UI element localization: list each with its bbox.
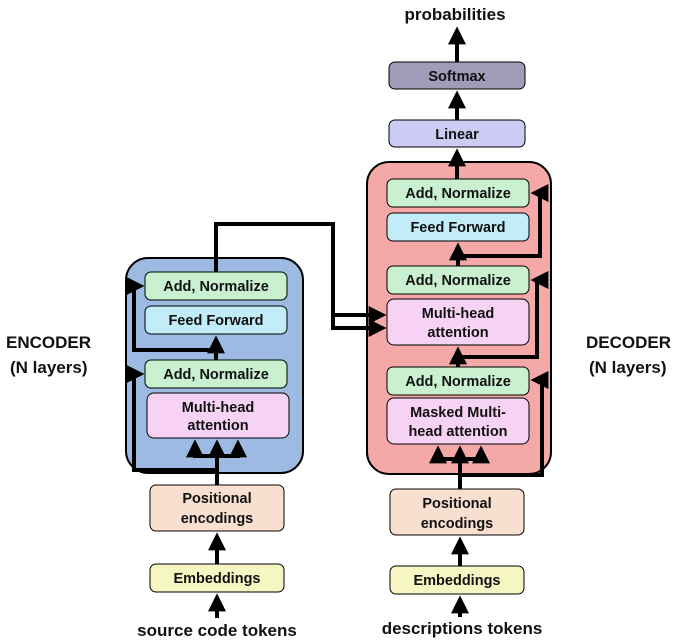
arrow-decoder-masked-branch-right xyxy=(460,445,490,464)
decoder-title-line1: DECODER xyxy=(586,333,671,352)
arrow-encoder-output-to-decoder xyxy=(214,222,387,324)
decoder-embeddings-box xyxy=(389,565,525,595)
decoder-add-normalize-mid-label: Add, Normalize xyxy=(405,273,511,289)
arrow-decoder-residual-1 xyxy=(460,371,549,477)
arrow-encoder-attention-branch-right xyxy=(217,439,247,458)
decoder-embeddings-label: Embeddings xyxy=(413,573,500,589)
arrow-encoder-output-to-decoder-second xyxy=(331,315,387,337)
encoder-feed-forward-box xyxy=(144,305,288,335)
decoder-cross-attention-label-line2: attention xyxy=(427,325,488,341)
arrow-encoder-attention-branch-left xyxy=(186,439,217,458)
decoder-cross-attention-box xyxy=(386,298,530,346)
encoder-embeddings-label: Embeddings xyxy=(173,571,260,587)
decoder-masked-attention-box xyxy=(386,397,530,445)
encoder-attention-box xyxy=(146,392,290,439)
connection-arrows xyxy=(126,26,549,618)
output-label: probabilities xyxy=(404,5,505,24)
decoder-masked-attention-label-line2: head attention xyxy=(408,424,507,440)
decoder-masked-attention-label-line1: Masked Multi- xyxy=(410,405,506,421)
encoder-attention-label-line2: attention xyxy=(187,418,248,434)
decoder-cross-attention-label-line1: Multi-head xyxy=(422,306,495,322)
decoder-positional-label-line1: Positional xyxy=(422,496,491,512)
decoder-positional-encodings-box xyxy=(389,488,525,536)
arrow-decoder-masked-branch-left xyxy=(429,445,460,464)
encoder-add-normalize-bottom-label: Add, Normalize xyxy=(163,367,269,383)
decoder-add-normalize-bottom-label: Add, Normalize xyxy=(405,374,511,390)
arrow-encoder-residual-1 xyxy=(126,365,217,472)
arrow-encoder-residual-2 xyxy=(126,277,216,352)
encoder-title-line2: (N layers) xyxy=(10,358,87,377)
encoder-feed-forward-label: Feed Forward xyxy=(168,313,263,329)
softmax-label: Softmax xyxy=(428,69,485,85)
encoder-positional-label-line2: encodings xyxy=(181,511,254,527)
decoder-add-normalize-top-label: Add, Normalize xyxy=(405,186,511,202)
encoder-positional-label-line1: Positional xyxy=(182,491,251,507)
decoder-feed-forward-box xyxy=(386,212,530,242)
linear-label: Linear xyxy=(435,127,479,143)
arrow-decoder-residual-3 xyxy=(458,184,549,258)
encoder-input-label: source code tokens xyxy=(137,621,297,640)
decoder-input-label: descriptions tokens xyxy=(382,619,543,638)
encoder-add-normalize-top-label: Add, Normalize xyxy=(163,279,269,295)
arrow-decoder-residual-2 xyxy=(458,271,549,359)
encoder-attention-label-line1: Multi-head xyxy=(182,400,255,416)
encoder-title-line1: ENCODER xyxy=(6,333,91,352)
decoder-positional-label-line2: encodings xyxy=(421,516,494,532)
decoder-title-line2: (N layers) xyxy=(589,358,666,377)
decoder-feed-forward-label: Feed Forward xyxy=(410,220,505,236)
